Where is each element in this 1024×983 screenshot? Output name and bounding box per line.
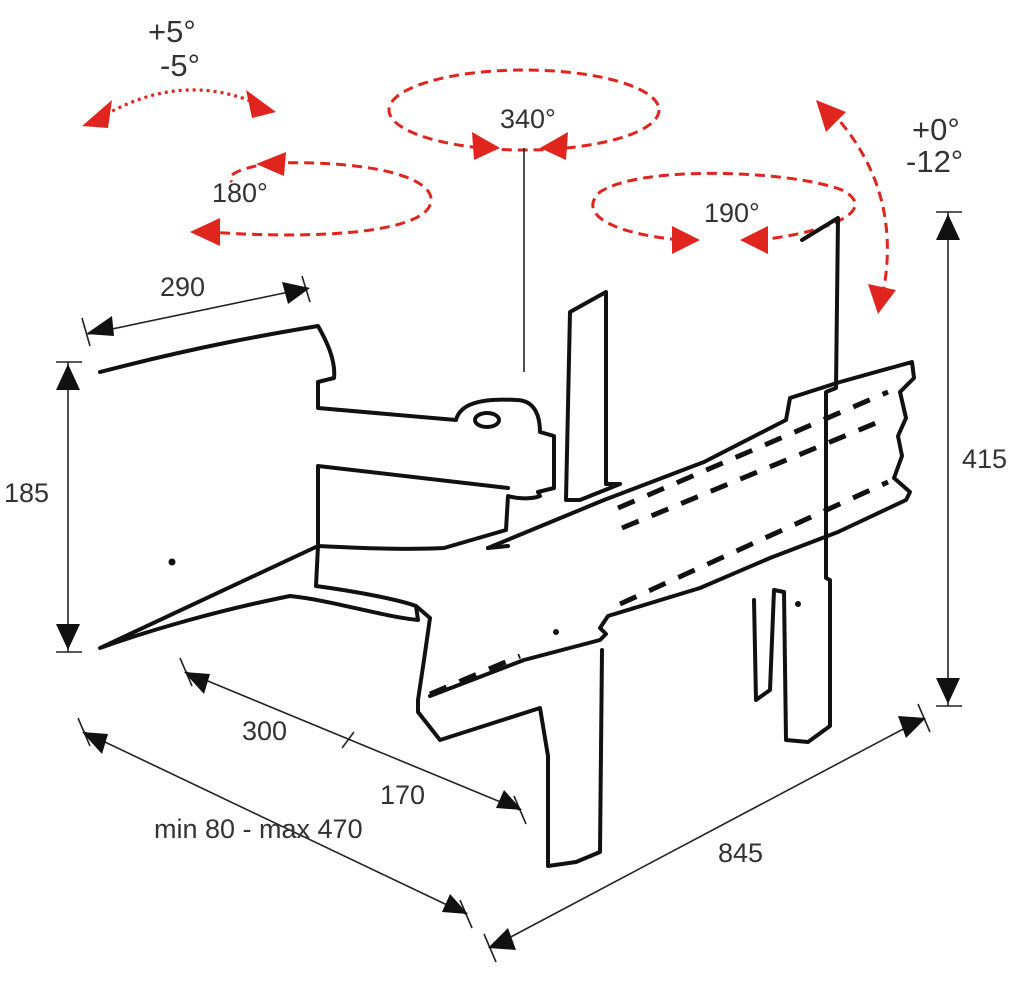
swivel-340-label: 340° xyxy=(500,104,556,134)
tv-plate-right-rail xyxy=(752,216,840,744)
tilt-top-minus-label: -5° xyxy=(160,48,200,83)
tv-plate-crossbar xyxy=(428,360,916,698)
wall-plate-screw-hole xyxy=(168,558,176,566)
dimension-415-label: 415 xyxy=(962,444,1007,474)
mounting-slot-upper-2 xyxy=(621,415,889,531)
tv-plate-screw-hole xyxy=(795,601,801,607)
dimension-185 xyxy=(56,361,82,653)
dimension-845-label: 845 xyxy=(718,838,763,868)
tv-plate-left-rail xyxy=(564,290,622,502)
dimension-extension xyxy=(77,717,473,929)
tilt-arrow-right xyxy=(816,100,896,314)
swivel-190-label: 190° xyxy=(704,198,760,228)
dimension-290 xyxy=(81,275,311,347)
arm-screw-hole xyxy=(553,629,559,635)
dimension-extension-label: min 80 - max 470 xyxy=(154,814,363,844)
dimension-290-label: 290 xyxy=(160,272,205,302)
arm-joint-line xyxy=(486,544,510,550)
tilt-top-plus-label: +5° xyxy=(148,14,196,49)
swivel-180-label: 180° xyxy=(212,178,268,208)
dimension-300-170 xyxy=(179,657,527,825)
dimension-185-label: 185 xyxy=(4,478,49,508)
mounting-slot-lower-2 xyxy=(429,653,521,697)
mounting-slot-upper-1 xyxy=(617,389,889,511)
dimension-415 xyxy=(936,211,962,707)
dimension-170-label: 170 xyxy=(380,780,425,810)
lower-arm xyxy=(414,604,604,868)
tilt-arrow-top-left xyxy=(82,88,276,128)
tilt-right-minus-label: -12° xyxy=(906,144,963,179)
swivel-arrow-190 xyxy=(591,171,857,254)
swivel-arrow-180 xyxy=(190,152,433,246)
pivot-hole xyxy=(473,411,501,429)
dimension-300-label: 300 xyxy=(242,716,287,746)
tilt-right-plus-label: +0° xyxy=(912,112,960,147)
dimension-845 xyxy=(483,703,931,963)
wall-plate xyxy=(98,324,556,650)
mounting-slot-lower-1 xyxy=(618,479,890,607)
